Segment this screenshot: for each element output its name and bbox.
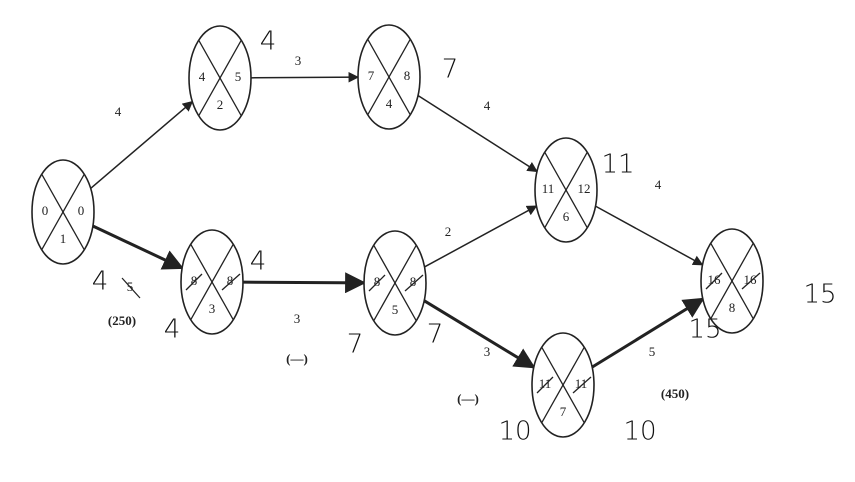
edge-arrow-e14 — [92, 224, 185, 270]
node-late-start: 11 — [575, 376, 588, 391]
node-activity-number: 3 — [209, 301, 216, 316]
node-n3: 7 84 — [357, 24, 421, 130]
edge-cost-label: (450) — [661, 386, 689, 401]
handwritten-annotation: 4 — [250, 247, 267, 277]
node-activity-number: 4 — [386, 96, 393, 111]
edge-arrow-e68 — [595, 205, 704, 266]
edge-duration-label: 4 — [655, 177, 662, 192]
handwritten-annotation: 10 — [623, 417, 656, 447]
node-cross — [544, 152, 588, 228]
edge-arrow-e12 — [90, 100, 194, 189]
node-activity-number: 8 — [729, 300, 736, 315]
edge-cost-label: (—) — [457, 391, 479, 406]
node-n1: 0 01 — [31, 159, 95, 265]
handwritten-annotation: 7 — [427, 320, 444, 350]
node-late-start: 8 — [227, 273, 234, 288]
edge-cost-label: (250) — [108, 313, 136, 328]
handwritten-annotation: 11 — [601, 150, 634, 180]
node-activity-number: 7 — [560, 404, 567, 419]
node-late-start: 16 — [744, 272, 758, 287]
strike-mark — [536, 376, 554, 394]
edge-arrow-e78 — [591, 297, 705, 369]
edge-arrow-e36 — [417, 94, 538, 173]
edge-arrow-e23 — [250, 71, 360, 83]
handwritten-annotation: 10 — [498, 417, 531, 447]
node-cross — [373, 245, 417, 321]
handwritten-annotation: 4 — [260, 27, 277, 57]
edge-cost-label: (—) — [286, 351, 308, 366]
strike-mark — [121, 277, 141, 299]
edge-duration-label: 3 — [295, 53, 302, 68]
edge-duration-label: 3 — [294, 311, 301, 326]
node-activity-number: 1 — [60, 231, 67, 246]
node-late-start: 5 — [235, 69, 242, 84]
labels-layer: 4345(250)3(—)23(—)45(450)474447711101015… — [92, 27, 837, 447]
node-activity-number: 6 — [563, 209, 570, 224]
edge-arrow-e56 — [424, 205, 538, 268]
node-late-start: 12 — [578, 181, 591, 196]
node-n2: 4 52 — [188, 25, 252, 131]
strike-mark — [185, 273, 203, 291]
handwritten-annotation: 15 — [803, 280, 836, 310]
node-early-start: 11 — [542, 181, 555, 196]
strike-mark — [741, 272, 761, 290]
node-late-start: 0 — [78, 203, 85, 218]
handwritten-annotation: 15 — [688, 315, 721, 345]
strike-mark — [221, 273, 241, 291]
node-cross — [541, 347, 585, 423]
node-cross — [367, 39, 411, 115]
edge-arrow-e57 — [423, 299, 536, 369]
edge-duration-label: 2 — [445, 224, 452, 239]
node-cross — [190, 244, 234, 320]
edge-duration-label: 5 — [649, 344, 656, 359]
strike-mark — [705, 272, 723, 290]
node-cross — [710, 243, 754, 319]
strike-mark — [368, 274, 386, 292]
node-early-start: 8 — [191, 273, 198, 288]
strike-mark — [404, 274, 424, 292]
edge-duration-label: 3 — [484, 344, 491, 359]
node-early-start: 4 — [199, 69, 206, 84]
handwritten-annotation: 4 — [92, 267, 109, 297]
handwritten-annotation: 7 — [442, 55, 459, 85]
node-cross — [41, 174, 85, 250]
node-early-start: 0 — [42, 203, 49, 218]
edge-duration-label: 4 — [484, 98, 491, 113]
edge-duration-label: 4 — [115, 104, 122, 119]
strike-mark — [572, 376, 592, 394]
node-n6: 11 12 6 — [534, 137, 598, 243]
handwritten-annotation: 4 — [164, 315, 181, 345]
node-early-start: 8 — [374, 274, 381, 289]
node-early-start: 7 — [368, 68, 375, 83]
node-late-start: 8 — [404, 68, 411, 83]
handwritten-annotation: 7 — [347, 330, 364, 360]
node-activity-number: 2 — [217, 97, 224, 112]
node-n4: 8 83 — [180, 229, 244, 335]
edges-layer — [90, 71, 705, 369]
node-activity-number: 5 — [392, 302, 399, 317]
edge-arrow-e45 — [242, 272, 367, 294]
node-cross — [198, 40, 242, 116]
node-late-start: 8 — [410, 274, 417, 289]
node-n5: 8 85 — [363, 230, 427, 336]
